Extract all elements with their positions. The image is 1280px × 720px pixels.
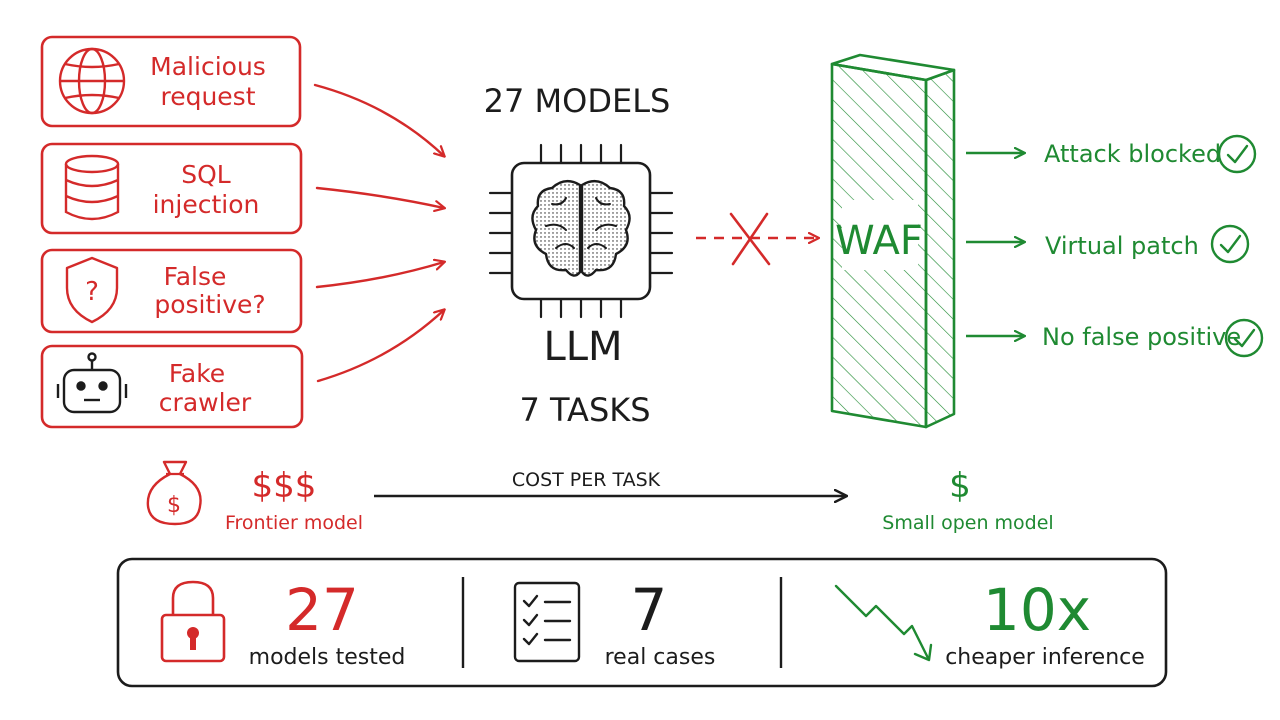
outcome-list: Attack blocked Virtual patch No false po…	[966, 134, 1264, 358]
check-circle-icon	[1210, 224, 1250, 264]
arrow	[313, 83, 444, 156]
stat-label: cheaper inference	[945, 645, 1145, 670]
outcome-label: No false positive	[1042, 323, 1241, 351]
stat-models-tested: 27 models tested	[160, 576, 406, 670]
waf-wall: WAF	[830, 53, 956, 429]
stat-value: 10x	[983, 576, 1091, 644]
outcome-no-false-positive: No false positive	[966, 318, 1264, 358]
threat-label-line2: injection	[153, 190, 260, 219]
threat-label-line2: positive?	[154, 290, 265, 319]
shield-question-icon: ?	[65, 256, 119, 324]
threat-list: Malicious request SQL injection ? False …	[40, 35, 304, 429]
stat-real-cases: 7 real cases	[513, 576, 716, 670]
stat-value: 7	[631, 576, 668, 644]
stats-panel: 27 models tested 7 real cases 10x	[116, 557, 1168, 688]
cost-axis-label: COST PER TASK	[512, 469, 661, 491]
robot-icon	[56, 352, 128, 414]
threat-box-sql-injection: SQL injection	[40, 142, 303, 235]
check-circle-icon	[1224, 318, 1264, 358]
checklist-icon	[513, 581, 581, 663]
waf-label: WAF	[835, 218, 923, 264]
globe-icon	[58, 47, 126, 115]
threat-label-line2: crawler	[159, 388, 252, 417]
stat-label: models tested	[249, 645, 406, 670]
high-cost-symbol: $$$	[252, 466, 317, 506]
check-circle-icon	[1217, 134, 1257, 174]
svg-text:?: ?	[85, 277, 99, 307]
low-cost-label: Small open model	[882, 512, 1053, 534]
llm-label: LLM	[543, 324, 622, 370]
high-cost-label: Frontier model	[225, 512, 363, 534]
stat-value: 27	[285, 576, 359, 644]
threat-box-malicious-request: Malicious request	[40, 35, 302, 128]
models-count-label: 27 MODELS	[484, 82, 671, 120]
outcome-label: Virtual patch	[1045, 232, 1199, 260]
stat-cheaper-inference: 10x cheaper inference	[834, 576, 1145, 670]
low-cost-symbol: $	[949, 466, 971, 506]
outcome-virtual-patch: Virtual patch	[966, 224, 1250, 264]
padlock-icon	[160, 580, 226, 663]
llm-block: 27 MODELS	[484, 82, 674, 429]
svg-text:$: $	[167, 493, 181, 518]
threat-box-false-positive: ? False positive?	[40, 248, 303, 334]
arrow	[315, 186, 444, 208]
blocked-path	[696, 212, 818, 266]
cost-scale: $ $$$ Frontier model COST PER TASK $ Sma…	[146, 460, 1054, 534]
outcome-label: Attack blocked	[1044, 140, 1221, 168]
threat-label-line1: Malicious	[150, 52, 266, 81]
cross-icon	[729, 212, 771, 266]
threat-box-fake-crawler: Fake crawler	[40, 344, 304, 429]
stat-label: real cases	[605, 645, 716, 670]
money-bag-icon: $	[146, 460, 202, 526]
outcome-attack-blocked: Attack blocked	[966, 134, 1257, 174]
threat-label-line1: SQL	[181, 160, 231, 189]
threat-label-line1: Fake	[169, 359, 225, 388]
threat-arrows	[313, 83, 444, 383]
arrow	[315, 262, 444, 289]
downtrend-icon	[834, 584, 933, 662]
threat-label-line1: False	[164, 262, 227, 291]
threat-label-line2: request	[160, 82, 255, 111]
brain-chip-icon	[488, 143, 674, 319]
arrow	[316, 310, 444, 383]
tasks-count-label: 7 TASKS	[519, 391, 650, 429]
database-icon	[64, 154, 120, 221]
